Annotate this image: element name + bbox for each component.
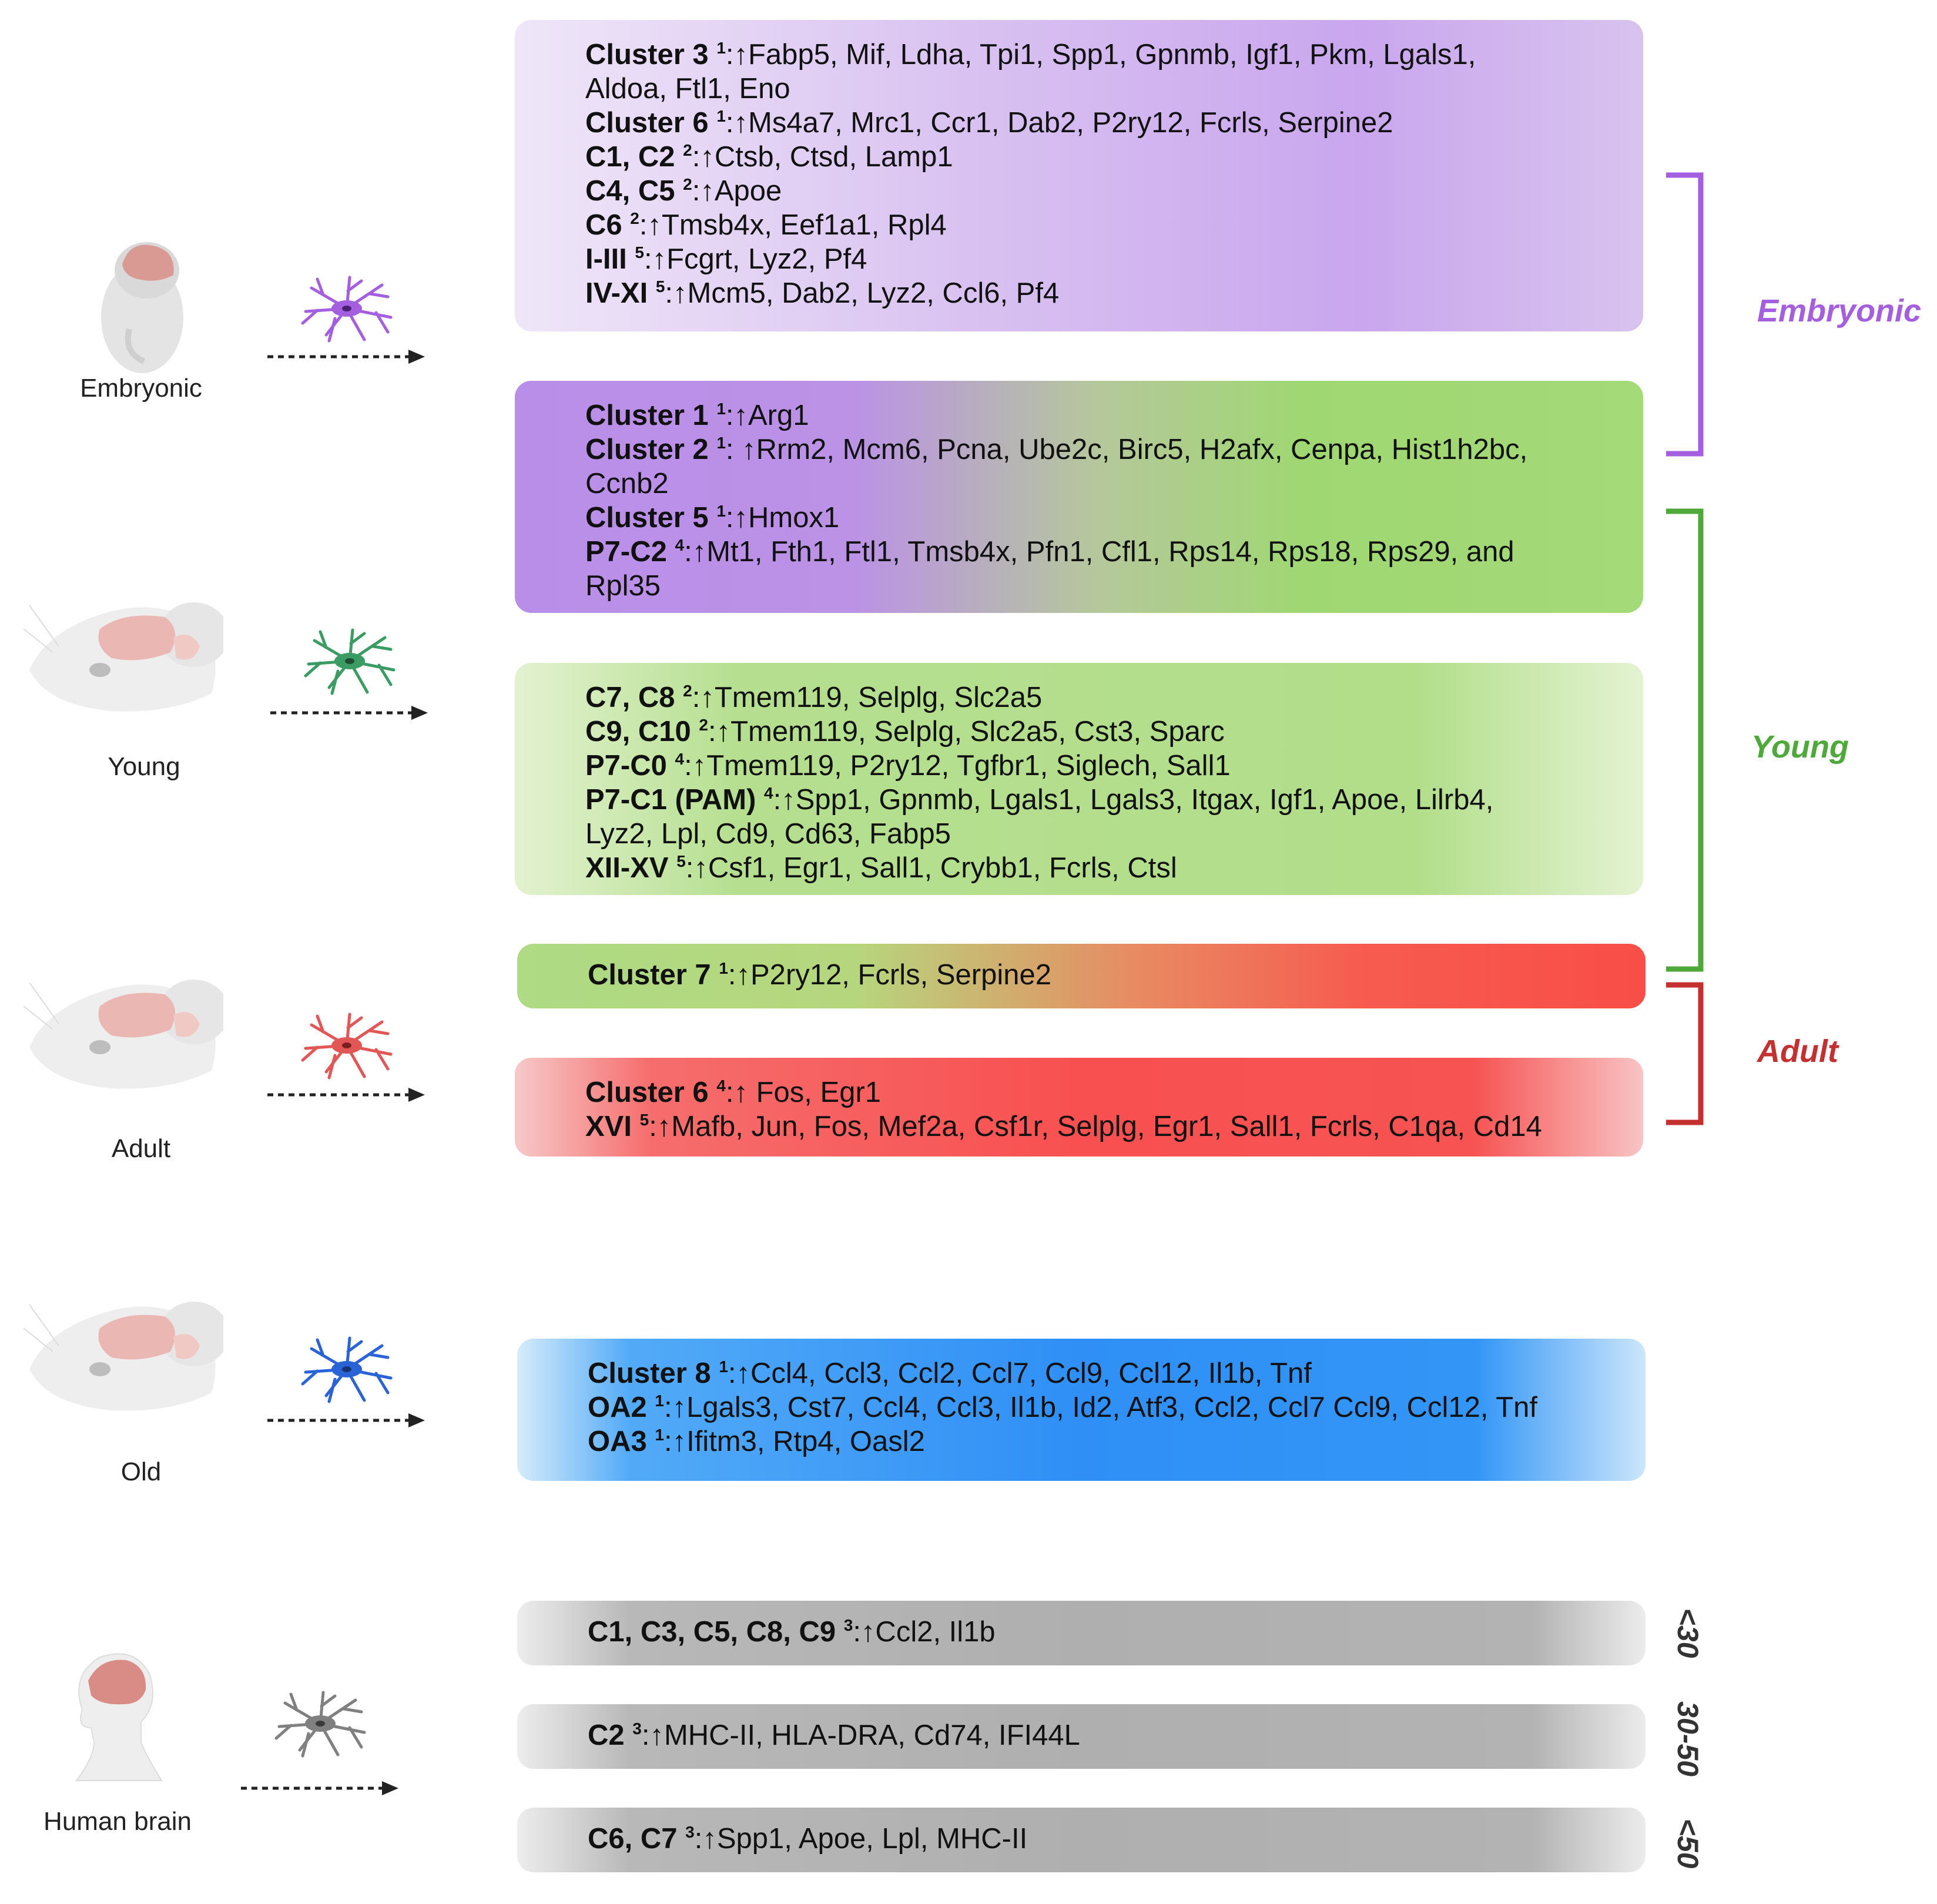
gene-line: Ccnb2 [585, 468, 669, 500]
gene-box-young-adult: Cluster 7 1:↑P2ry12, Fcrls, Serpine2 [517, 944, 1646, 1008]
gene-line: OA3 1:↑Ifitm3, Rtp4, Oasl2 [588, 1426, 925, 1457]
gene-line: C6, C7 3:↑Spp1, Apoe, Lpl, MHC-II [588, 1823, 1028, 1855]
gene-box-young: C7, C8 2:↑Tmem119, Selplg, Slc2a5 C9, C1… [515, 663, 1643, 895]
gene-box-human-2: C2 3:↑MHC-II, HLA-DRA, Cd74, IFI44L [517, 1704, 1646, 1769]
gene-line: Cluster 8 1:↑Ccl4, Ccl3, Ccl2, Ccl7, Ccl… [588, 1357, 1312, 1389]
mouse-head-icon [24, 602, 223, 712]
microglia-icon [304, 628, 396, 695]
gene-line: Aldoa, Ftl1, Eno [585, 73, 790, 105]
gene-line: Cluster 5 1:↑Hmox1 [585, 502, 840, 534]
gene-line: Cluster 7 1:↑P2ry12, Fcrls, Serpine2 [588, 959, 1051, 991]
gene-line: C7, C8 2:↑Tmem119, Selplg, Slc2a5 [585, 682, 1043, 713]
gene-box-adult: Cluster 6 4:↑ Fos, Egr1 XVI 5:↑Mafb, Jun… [515, 1058, 1643, 1157]
group-label-embryonic: Embryonic [1757, 293, 1922, 328]
gene-line: C4, C5 2:↑Apoe [585, 175, 782, 207]
microglia-icon [274, 1691, 366, 1758]
age-label: <30 [1671, 1608, 1704, 1658]
arrow-icon [267, 1088, 425, 1102]
mouse-head-icon [24, 1302, 223, 1411]
stage-label-embryonic: Embryonic [80, 374, 202, 403]
gene-line: Cluster 1 1:↑Arg1 [585, 400, 809, 431]
stage-label-adult: Adult [111, 1134, 171, 1163]
bracket-young [1666, 508, 1704, 972]
gene-line: C1, C3, C5, C8, C9 3:↑Ccl2, Il1b [588, 1616, 996, 1648]
gene-box-embryonic-1: Cluster 3 1:↑Fabp5, Mif, Ldha, Tpi1, Spp… [515, 20, 1643, 331]
stage-label-human: Human brain [43, 1807, 192, 1836]
mouse-embryo-icon [101, 242, 183, 373]
gene-line: Cluster 3 1:↑Fabp5, Mif, Ldha, Tpi1, Spp… [585, 39, 1476, 71]
gene-line: XVI 5:↑Mafb, Jun, Fos, Mef2a, Csf1r, Sel… [585, 1111, 1542, 1142]
gene-box-human-1: C1, C3, C5, C8, C9 3:↑Ccl2, Il1b [517, 1601, 1646, 1665]
gene-line: OA2 1:↑Lgals3, Cst7, Ccl4, Ccl3, Il1b, I… [588, 1392, 1537, 1423]
gene-line: P7-C2 4:↑Mt1, Fth1, Ftl1, Tmsb4x, Pfn1, … [585, 536, 1514, 568]
microglia-icon [301, 1013, 393, 1080]
gene-box-embryonic-young: Cluster 1 1:↑Arg1 Cluster 2 1: ↑Rrm2, Mc… [515, 381, 1643, 613]
gene-line: Cluster 2 1: ↑Rrm2, Mcm6, Pcna, Ube2c, B… [585, 434, 1528, 465]
arrow-icon [267, 350, 425, 364]
arrow-icon [267, 1413, 425, 1427]
gene-line: Cluster 6 4:↑ Fos, Egr1 [585, 1077, 882, 1108]
stage-label-old: Old [120, 1457, 162, 1486]
gene-line: Rpl35 [585, 570, 661, 602]
gene-line: Cluster 6 1:↑Ms4a7, Mrc1, Ccr1, Dab2, P2… [585, 107, 1393, 139]
age-label: 30-50 [1671, 1701, 1704, 1776]
group-label-young: Young [1751, 729, 1849, 765]
gene-line: P7-C1 (PAM) 4:↑Spp1, Gpnmb, Lgals1, Lgal… [585, 784, 1494, 816]
gene-line: XII-XV 5:↑Csf1, Egr1, Sall1, Crybb1, Fcr… [585, 852, 1177, 884]
age-label: <50 [1671, 1818, 1704, 1869]
gene-line: I-III 5:↑Fcgrt, Lyz2, Pf4 [585, 243, 867, 275]
gene-line: C2 3:↑MHC-II, HLA-DRA, Cd74, IFI44L [588, 1719, 1080, 1751]
group-label-adult: Adult [1757, 1034, 1838, 1069]
gene-line: IV-XI 5:↑Mcm5, Dab2, Lyz2, Ccl6, Pf4 [585, 277, 1060, 309]
arrow-icon [270, 706, 428, 720]
human-head-icon [75, 1653, 163, 1781]
microglia-icon [301, 276, 393, 343]
bracket-adult [1666, 982, 1704, 1125]
stage-label-young: Young [108, 752, 180, 781]
mouse-head-icon [24, 980, 223, 1089]
gene-line: C9, C10 2:↑Tmem119, Selplg, Slc2a5, Cst3… [585, 716, 1225, 747]
gene-box-human-3: C6, C7 3:↑Spp1, Apoe, Lpl, MHC-II [517, 1808, 1646, 1872]
gene-line: Lyz2, Lpl, Cd9, Cd63, Fabp5 [585, 818, 951, 850]
gene-line: C6 2:↑Tmsb4x, Eef1a1, Rpl4 [585, 209, 947, 241]
arrow-icon [241, 1781, 398, 1795]
gene-box-old: Cluster 8 1:↑Ccl4, Ccl3, Ccl2, Ccl7, Ccl… [517, 1339, 1646, 1481]
gene-line: P7-C0 4:↑Tmem119, P2ry12, Tgfbr1, Siglec… [585, 750, 1231, 782]
bracket-embryonic [1666, 172, 1704, 457]
gene-line: C1, C2 2:↑Ctsb, Ctsd, Lamp1 [585, 141, 953, 173]
microglia-icon [301, 1336, 393, 1403]
